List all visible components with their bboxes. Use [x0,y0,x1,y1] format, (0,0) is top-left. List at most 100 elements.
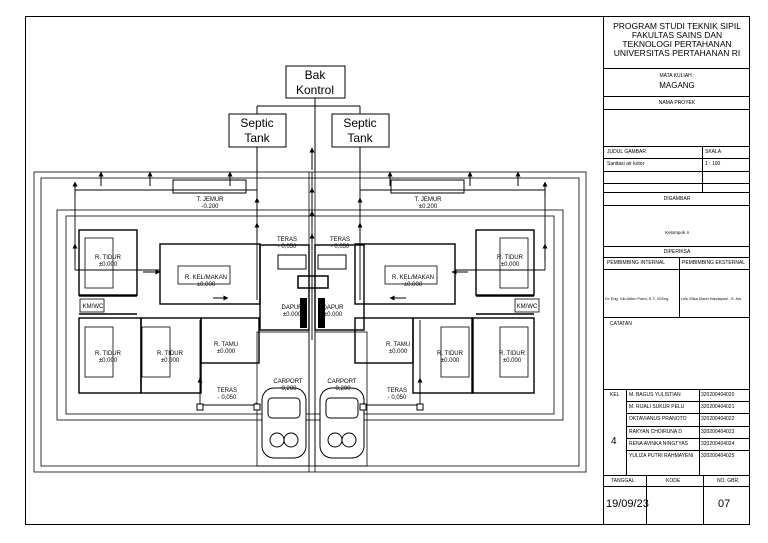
member-nim-5: 320200404024 [701,441,735,447]
diperiksa-label: DIPERIKSA [663,249,691,255]
teras-bot-right-label: TERAS [387,388,407,394]
jemur-right-label: T. JEMUR [415,197,443,203]
carport-right-label: CARPORT [327,379,357,385]
dapur-right-level: ±0.000 [324,312,343,318]
teras-bot-left-level: - 0,050 [218,395,237,401]
catatan-label: CATATAN [610,321,632,327]
tanggal-value: 19/09/23 [606,498,649,510]
carport-left-label: CARPORT [273,379,303,385]
tidur-ll2-level: ±0.000 [161,358,180,364]
skala-label: SKALA [705,149,722,155]
septic-right-label-1: Septic [343,116,376,130]
institution-line-3: TEKNOLOGI PERTAHANAN [622,39,732,49]
teras-top-left-label: TERAS [277,237,297,243]
teras-top-right-label: TERAS [330,237,350,243]
nama-proyek-label: NAMA PROYEK [658,100,696,106]
tidur-ll2-label: R. TIDUR [157,351,184,357]
tidur-lr1-label: R. TIDUR [437,351,464,357]
no-gbr-label: NO. GBR. [717,478,740,484]
site-outline [33,171,587,473]
tamu-left-level: ±0.000 [217,349,236,355]
pembimbing-eksternal-value: Letu Elisa Utami Handayani , S. Ars [681,297,742,301]
car-right-icon [319,387,365,459]
tidur-ul-level: ±0.000 [99,262,118,268]
tanggal-label: TANGGAL [611,478,635,484]
dapur-left-label: DAPUR [281,305,303,311]
tidur-lr2-label: R. TIDUR [499,351,526,357]
member-name-6: YULIZA PUTRI RAHMAYENI [629,453,694,459]
institution-line-1: PROGRAM STUDI TEKNIK SIPIL [613,21,741,31]
kitchen-fixtures [277,254,347,328]
septic-left-label-2: Tank [244,131,270,145]
carport-left-level: -0,200 [279,386,297,392]
institution-line-2: FAKULTAS SAINS DAN [631,30,723,40]
tidur-ul-label: R. TIDUR [95,255,122,261]
judul-gambar-label: JUDUL GAMBAR [607,149,646,155]
pembimbing-internal-label: PEMBIMBING INTERNAL [607,260,666,266]
bak-kontrol-label-1: Bak [305,68,327,82]
dapur-right-label: DAPUR [322,305,344,311]
digambar-value: Kelompok 4 [665,230,689,235]
pembimbing-eksternal-label: PEMBIMBING EKSTERNAL [682,260,746,266]
dapur-left-level: ±0.000 [283,312,302,318]
member-nim-6: 320200404025 [701,453,735,459]
skala-value: 1 : 100 [705,161,721,167]
jemur-left-rack [172,179,247,194]
bak-kontrol-label-2: Kontrol [296,83,334,97]
jemur-right-rack [390,179,465,194]
tidur-ll1-label: R. TIDUR [95,351,122,357]
member-name-3: OKTAVIANUS PRANOTO [629,416,687,422]
tamu-right-level: ±0.000 [389,349,408,355]
carport-areas [256,331,368,467]
kelmakan-right-level: ±0.000 [404,282,423,288]
title-block: PROGRAM STUDI TEKNIK SIPIL FAKULTAS SAIN… [603,16,750,525]
jemur-left-level: -0.200 [201,204,219,210]
member-nim-2: 320200404021 [701,404,735,410]
car-left-icon [261,387,307,459]
mata-kuliah-label: MATA KULIAH : [659,73,695,79]
kel-label: KEL [610,392,620,398]
kelmakan-right-label: R. KEL/MAKAN [392,275,434,281]
member-name-4: RAKYAN CHOIRUNA D [629,429,682,435]
member-nim-3: 320200404022 [701,416,735,422]
jemur-right-level: ±0.200 [419,204,438,210]
tidur-ll1-level: ±0.000 [99,358,118,364]
tidur-lr1-level: ±0.000 [441,358,460,364]
member-name-5: RENA AVINKA NINGTYAS [629,441,688,447]
drawing-sheet-border [25,16,750,525]
teras-top-right-level: - 0,050 [331,244,350,250]
septic-right-label-2: Tank [347,131,373,145]
kelmakan-left-level: ±0.000 [197,282,216,288]
no-gbr-value: 07 [718,498,731,510]
floor-plan: Bak Kontrol Septic Tank Septic Tank T. J… [33,65,587,473]
tidur-lr2-level: ±0.000 [503,358,522,364]
septic-left-label-1: Septic [240,116,273,130]
member-nim-4: 320200404023 [701,429,735,435]
dining-tables [79,237,540,378]
kmwc-left-label: KM/WC [83,304,104,310]
flow-arrows [72,147,548,408]
member-nim-1: 320200404020 [701,392,735,398]
mata-kuliah-value: MAGANG [659,81,695,90]
kode-label: KODE [666,478,681,484]
tidur-ur-level: ±0.000 [501,262,520,268]
judul-gambar-value: Sanitasi air kotor [607,161,645,167]
tamu-right-label: R. TAMU [386,342,410,348]
kmwc-right-label: KM/WC [517,304,538,310]
carport-right-level: -0,200 [333,386,351,392]
inspection-boxes [196,403,424,411]
institution-line-4: UNIVERSITAS PERTAHANAN RI [613,48,741,58]
kelmakan-left-label: R. KEL/MAKAN [185,275,227,281]
kel-value: 4 [611,436,617,447]
plan-labels: Bak Kontrol Septic Tank Septic Tank T. J… [83,68,538,401]
tidur-ur-label: R. TIDUR [497,255,524,261]
teras-bot-left-label: TERAS [217,388,237,394]
member-name-2: M. RIJALI SUKUR PELU [629,404,685,410]
teras-bot-right-level: - 0,050 [388,395,407,401]
digambar-label: DIGAMBAR [663,196,691,202]
septic-connector-pipes [256,98,361,172]
tamu-left-label: R. TAMU [214,342,238,348]
member-name-1: M. BAGUS YULISTIAN [629,392,681,398]
pembimbing-internal-value: Dr. Eng. Oki Adhru Putra, S.T., M.Eng [605,297,669,301]
teras-top-left-level: - 0,050 [278,244,297,250]
